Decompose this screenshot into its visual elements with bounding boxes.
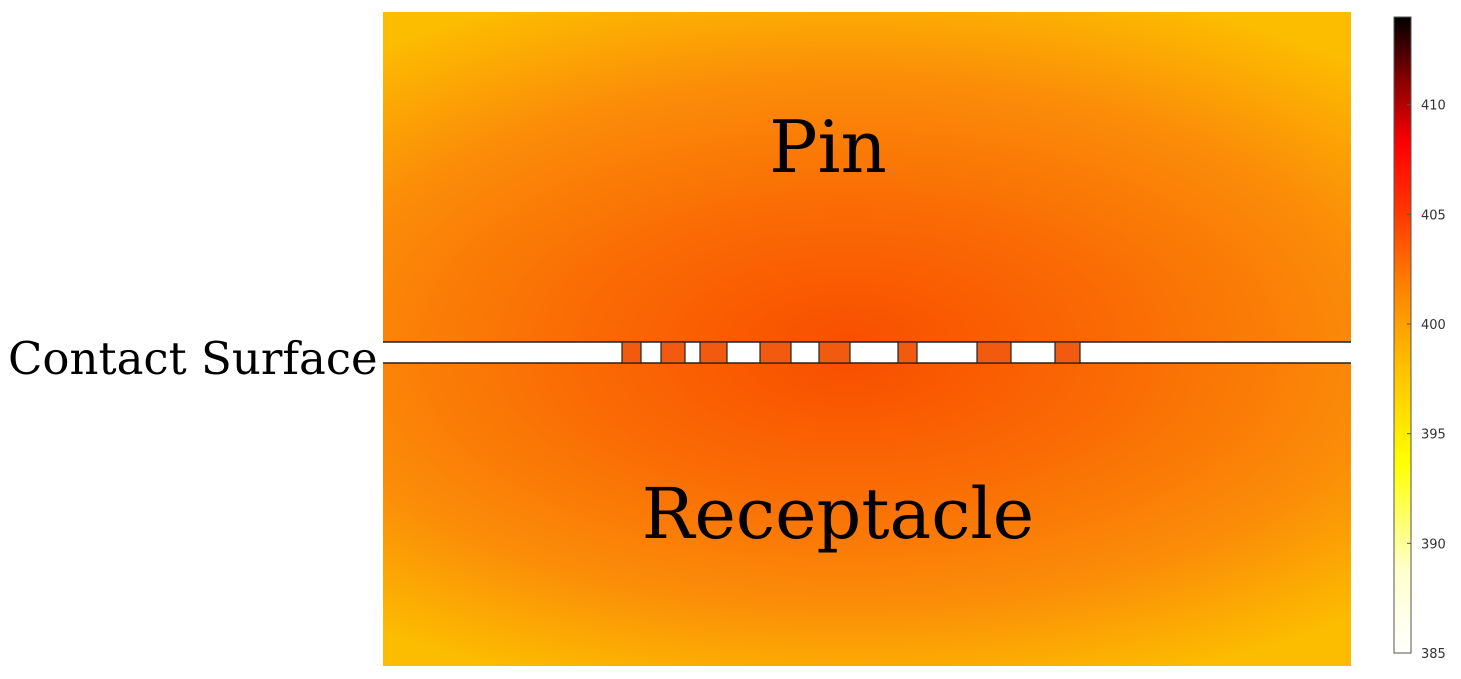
colorbar-tick-label: 385 <box>1421 647 1446 662</box>
contact-spot <box>660 341 686 364</box>
contact-surface-label: Contact Surface <box>8 332 378 385</box>
colorbar-tick-label: 410 <box>1421 99 1446 114</box>
colorbar-ticks: 410 405 400 395 390 385 <box>1407 99 1446 662</box>
receptacle-body <box>383 363 1351 666</box>
contact-spot <box>897 341 918 364</box>
colorbar-tick-label: 395 <box>1421 428 1446 443</box>
colorbar: 410 405 400 395 390 385 <box>1393 16 1446 662</box>
colorbar-scale <box>1393 16 1412 654</box>
contact-gap <box>383 341 1351 364</box>
contact-spots <box>621 341 1081 364</box>
contact-spot <box>1054 341 1081 364</box>
pin-label: Pin <box>769 105 887 189</box>
receptacle-label: Receptacle <box>642 473 1034 555</box>
pin-body <box>383 12 1351 342</box>
contact-spot <box>699 341 728 364</box>
colorbar-tick-label: 390 <box>1421 537 1446 552</box>
contact-spot <box>759 341 792 364</box>
contact-spot <box>818 341 851 364</box>
contact-spot <box>976 341 1012 364</box>
colorbar-tick-label: 400 <box>1421 318 1446 333</box>
colorbar-tick-label: 405 <box>1421 208 1446 223</box>
contact-spot <box>621 341 642 364</box>
